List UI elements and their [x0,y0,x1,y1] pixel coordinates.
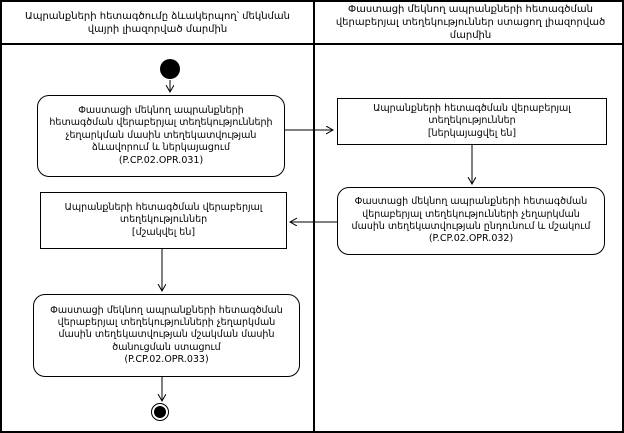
object-box-info-presented-state: [ներկայացվել են] [427,127,517,139]
action-box-opr033: Փաստացի մեկնող ապրանքների հետագծման վերա… [33,294,300,377]
object-box-info-processed-state: [մշակվել են] [131,226,196,238]
lane-header-left: Ապրանքների հետագծումը ձևակերպող՝ մեկնման… [2,2,313,43]
action-box-opr031-text: Փաստացի մեկնող ապրանքների հետագծման վերա… [49,105,273,154]
action-box-opr033-text: Փաստացի մեկնող ապրանքների հետագծման վերա… [50,304,283,353]
lane-header-right: Փաստացի մեկնող ապրանքների հետագծման վերա… [315,2,622,43]
object-box-info-processed-text: Ապրանքների հետագծման վերաբերյալ տեղեկութ… [64,201,263,226]
action-box-opr032-code: (P.CP.02.OPR.032) [428,233,514,245]
final-node-core [154,406,166,418]
object-box-info-processed: Ապրանքների հետագծման վերաբերյալ տեղեկութ… [40,192,287,249]
object-box-info-presented: Ապրանքների հետագծման վերաբերյալ տեղեկութ… [337,98,607,145]
action-box-opr032: Փաստացի մեկնող ապրանքների հետագծման վերա… [337,187,605,255]
header-separator-line [2,43,622,45]
final-node [151,403,169,421]
lane-header-right-label: Փաստացի մեկնող ապրանքների հետագծման վերա… [335,4,606,41]
swimlane-divider [313,2,315,431]
object-box-info-presented-text: Ապրանքների հետագծման վերաբերյալ տեղեկութ… [373,102,571,127]
initial-node [160,59,180,79]
action-box-opr032-text: Փաստացի մեկնող ապրանքների հետագծման վերա… [351,196,591,232]
action-box-opr031-code: (P.CP.02.OPR.031) [118,154,204,166]
lane-header-left-label: Ապրանքների հետագծումը ձևակերպող՝ մեկնման… [25,10,290,35]
action-box-opr033-code: (P.CP.02.OPR.033) [124,354,209,366]
action-box-opr031: Փաստացի մեկնող ապրանքների հետագծման վերա… [37,95,285,177]
